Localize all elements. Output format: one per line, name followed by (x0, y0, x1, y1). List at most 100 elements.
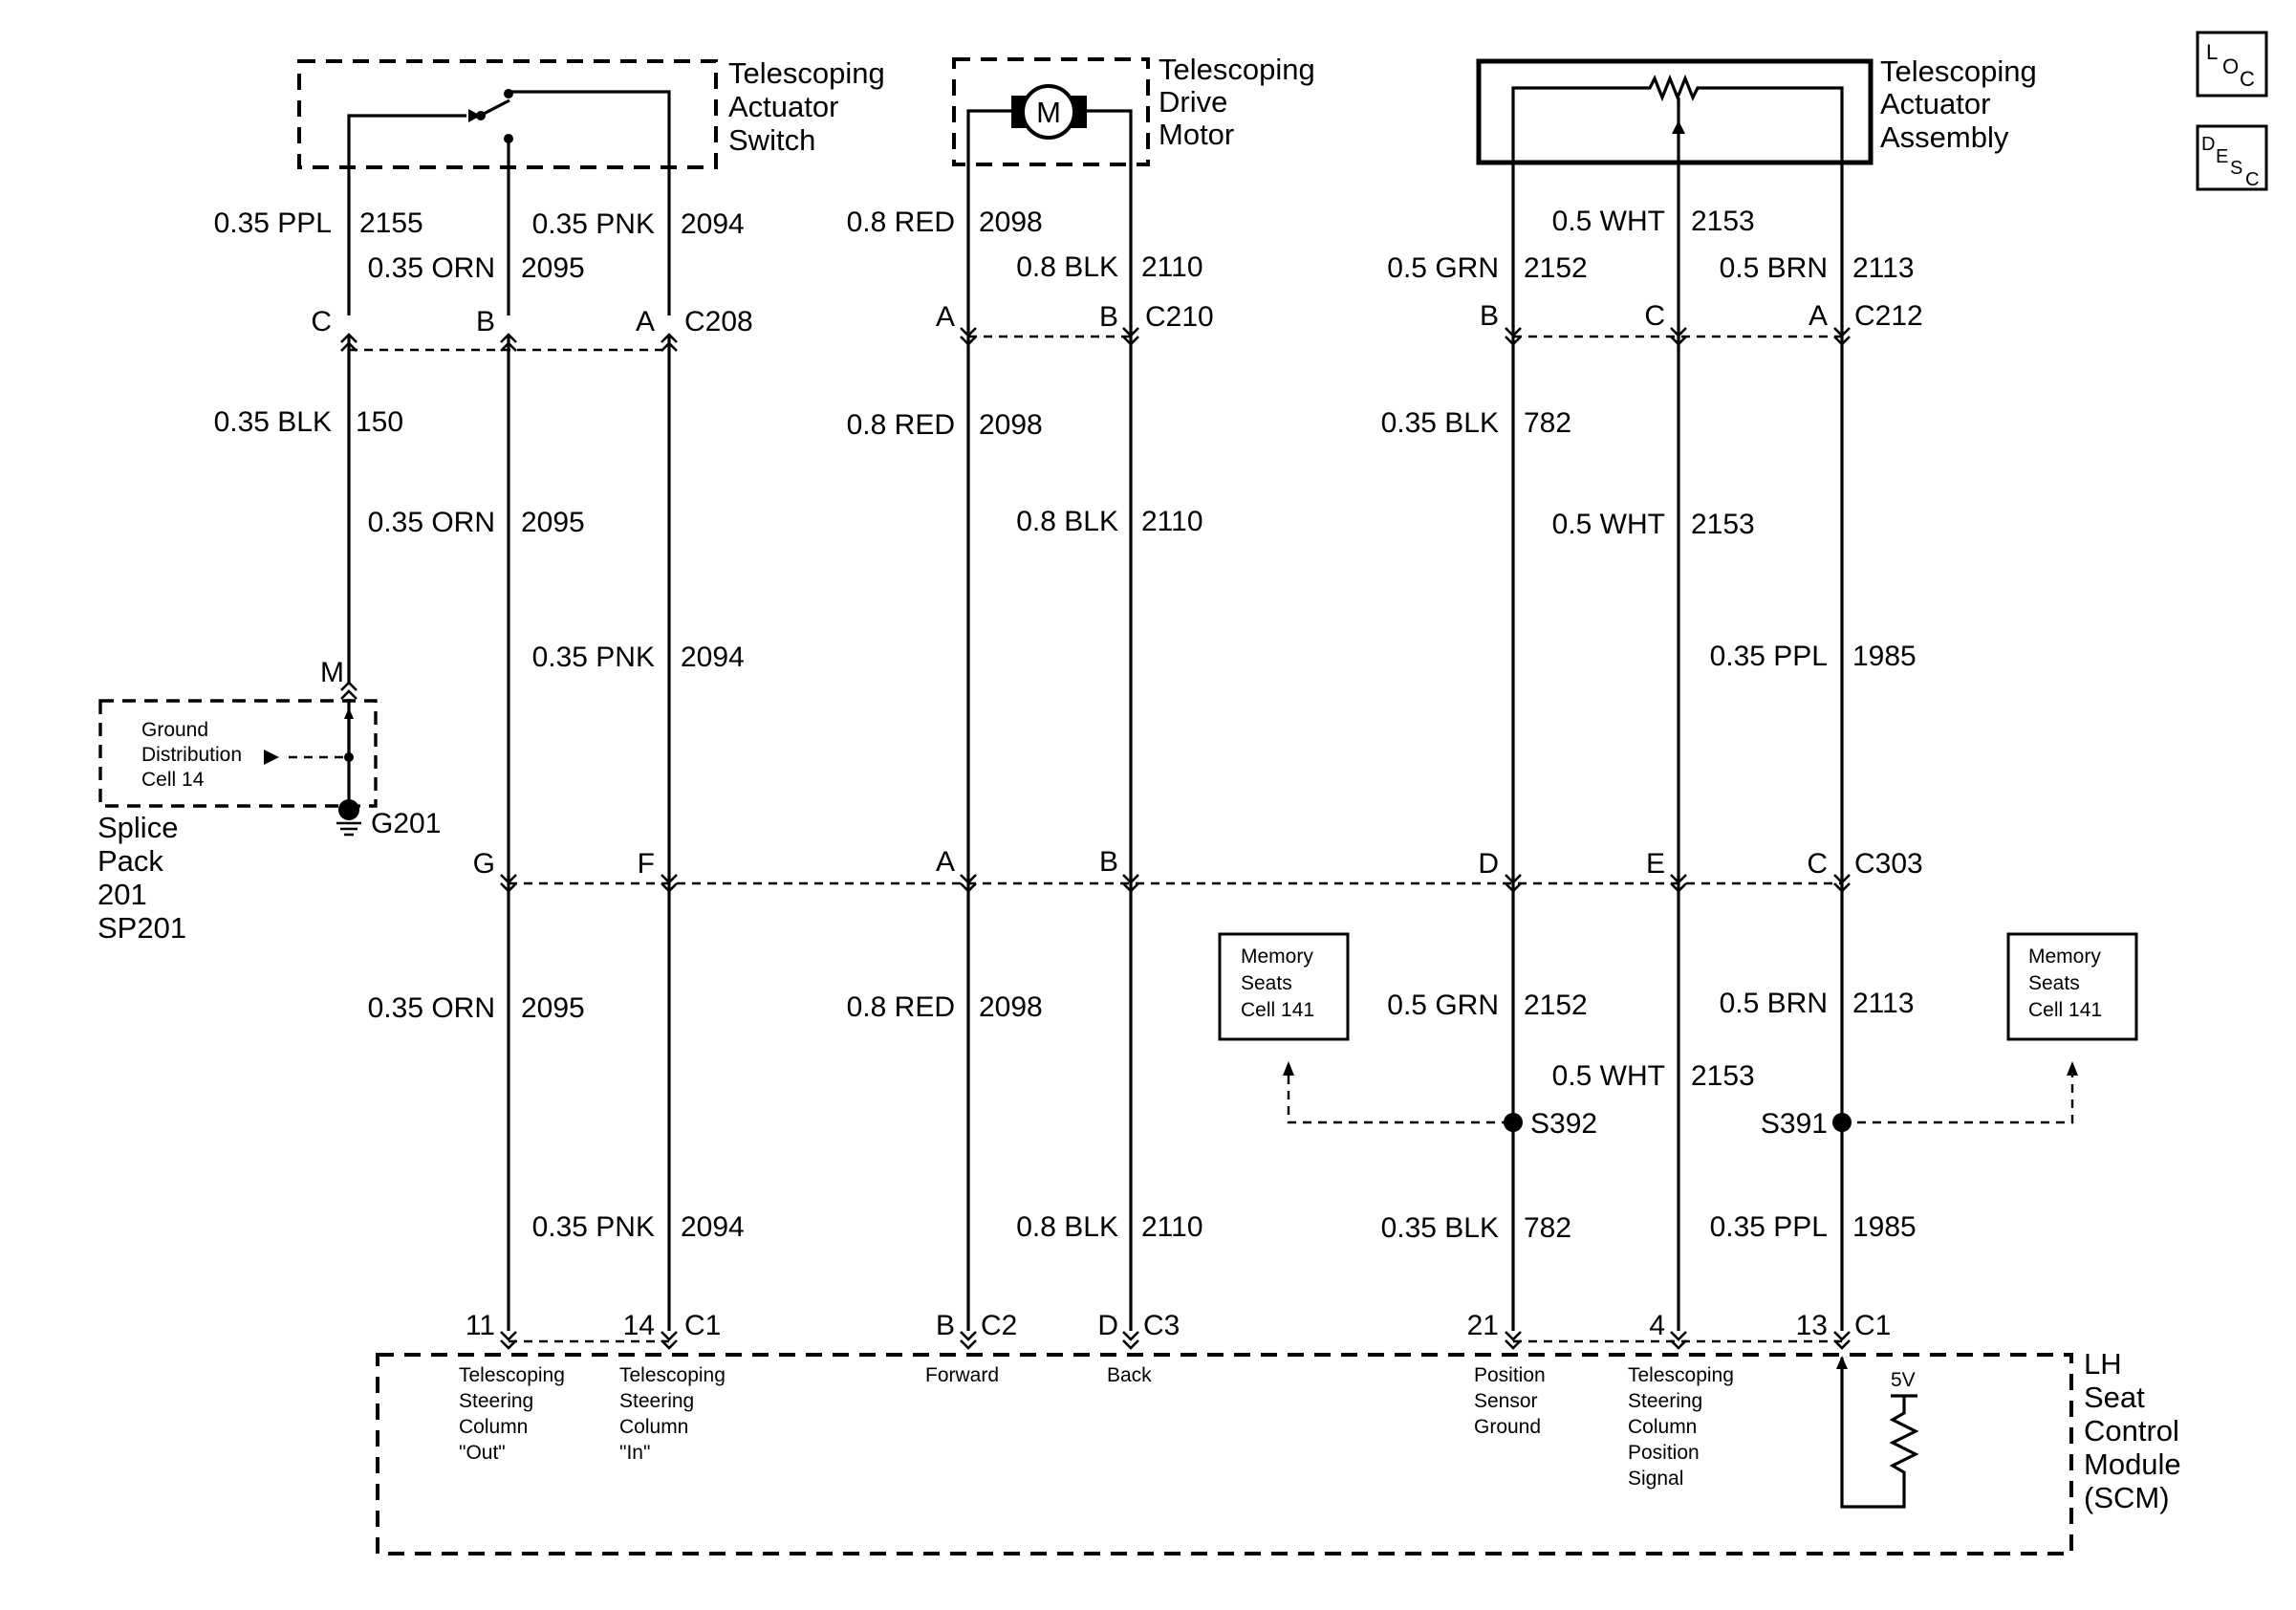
wire-color-label: 0.35 BLK (214, 406, 332, 438)
memory-label: Cell 141 (2028, 999, 2102, 1021)
wire-color-label: 0.35 BLK (1381, 1212, 1499, 1244)
connector-c208: C B A C208 (311, 306, 753, 352)
pin-label: 13 (1796, 1310, 1828, 1341)
pin-label: 11 (466, 1310, 495, 1341)
module-function-label: Column (459, 1416, 528, 1438)
ground-distribution-label: Cell 14 (141, 769, 205, 791)
module-title-line: Seat (2084, 1381, 2145, 1414)
pin-label: G (473, 848, 495, 880)
wire-color-label: 0.8 BLK (1016, 1211, 1118, 1243)
wire-color-label: 0.5 WHT (1552, 509, 1665, 540)
wire-circuit-label: 2094 (681, 208, 745, 240)
location-icon-letter-o: O (2222, 54, 2239, 78)
ground-distribution-label: Ground (141, 719, 208, 741)
pin-label: 14 (623, 1310, 655, 1341)
pin-label: E (1646, 848, 1665, 880)
switch-title-line-2: Actuator (728, 90, 838, 123)
wire-color-label: 0.5 WHT (1552, 1060, 1665, 1092)
wire-circuit-label: 782 (1524, 407, 1571, 439)
switch-wire-a-internal (507, 90, 671, 315)
wire-color-label: 0.35 PPL (214, 207, 332, 239)
lh-seat-control-module: LH Seat Control Module (SCM) Telescoping… (376, 1347, 2181, 1556)
module-function-label: Telescoping (459, 1364, 565, 1386)
memory-label: Seats (1241, 972, 1292, 994)
module-title-line: Module (2084, 1447, 2181, 1481)
connector-c210: A B C210 (936, 301, 1214, 338)
memory-seats-reference-right[interactable]: Memory Seats Cell 141 (2006, 932, 2138, 1041)
assembly-title-line-3: Assembly (1880, 120, 2009, 154)
module-function-label: Position (1628, 1442, 1700, 1464)
wire-circuit-label: 2110 (1141, 1211, 1203, 1243)
pin-label: M (320, 657, 344, 688)
wire-color-label: 0.35 PPL (1710, 641, 1828, 672)
splice-s391: S391 (1761, 1061, 2078, 1140)
motor-title-line-2: Drive (1159, 85, 1227, 119)
wire-color-label: 0.35 ORN (368, 992, 495, 1024)
connector-label: C212 (1854, 300, 1923, 332)
wire-color-label: 0.8 BLK (1016, 506, 1118, 537)
motor-wire-a-internal (966, 109, 1013, 315)
connector-label: C3 (1143, 1310, 1180, 1341)
wire-circuit-label: 2152 (1524, 252, 1588, 284)
location-icon[interactable]: L O C (2196, 31, 2268, 98)
wire-circuit-label: 2098 (979, 207, 1043, 238)
wire-circuit-label: 2155 (359, 207, 423, 239)
wire-color-label: 0.35 ORN (368, 252, 495, 284)
connector-label: C208 (684, 306, 753, 337)
switch-title-line-1: Telescoping (728, 56, 885, 90)
splice-s392: S392 (1283, 1061, 1597, 1140)
wire-circuit-label: 2113 (1852, 988, 1915, 1019)
supply-voltage-label: 5V (1891, 1369, 1916, 1391)
pin-label: 21 (1467, 1310, 1499, 1341)
module-function-label: "In" (619, 1442, 650, 1464)
description-icon-letter-c: C (2245, 169, 2259, 190)
wire-color-label: 0.35 PNK (532, 1211, 655, 1243)
ground-distribution-arrow-icon (264, 750, 279, 765)
ground-icon (338, 799, 359, 820)
wire-color-label: 0.35 ORN (368, 507, 495, 538)
wire-color-label: 0.8 RED (847, 409, 955, 441)
switch-common-contact (476, 111, 486, 120)
reference-arrow-icon (1283, 1061, 1294, 1076)
motor-icon (1021, 84, 1076, 140)
splice-pack-sp201: M Ground Distribution Cell 14 G201 Splic… (97, 657, 441, 945)
telescoping-actuator-assembly: Telescoping Actuator Assembly (1476, 54, 2037, 315)
description-icon-letter-e: E (2216, 146, 2228, 167)
reference-arrow-icon (2067, 1061, 2078, 1076)
wire-color-label: 0.35 BLK (1381, 407, 1499, 439)
telescoping-drive-motor: Telescoping Drive Motor M (952, 53, 1315, 315)
wire-color-label: 0.5 GRN (1387, 252, 1499, 284)
motor-title-line-1: Telescoping (1159, 53, 1315, 86)
module-function-label: Steering (459, 1390, 533, 1412)
pin-label: D (1097, 1310, 1118, 1341)
module-function-label: Back (1107, 1364, 1152, 1386)
module-title-line: Control (2084, 1414, 2179, 1447)
pin-label: A (936, 846, 955, 878)
module-function-label: Forward (925, 1364, 999, 1386)
module-function-label: Steering (619, 1390, 694, 1412)
splice-pack-label: Pack (97, 844, 163, 878)
wire-color-label: 0.8 RED (847, 991, 955, 1023)
motor-title-line-3: Motor (1159, 118, 1234, 151)
splice-label: S391 (1761, 1108, 1828, 1140)
memory-seats-reference-left[interactable]: Memory Seats Cell 141 (1218, 932, 1350, 1041)
memory-label: Cell 141 (1241, 999, 1314, 1021)
wire-color-label: 0.35 PPL (1710, 1211, 1828, 1243)
description-icon[interactable]: D E S C (2196, 124, 2268, 191)
switch-wire-c-internal (347, 114, 466, 315)
switch-title-line-3: Switch (728, 123, 815, 157)
wire-circuit-label: 2098 (979, 991, 1043, 1023)
wire-color-label: 0.5 BRN (1720, 252, 1828, 284)
pull-up-resistor-icon (1840, 1358, 1919, 1509)
connector-chevrons (340, 327, 1851, 1350)
pin-label: B (1099, 301, 1118, 333)
connector-label: C303 (1854, 848, 1923, 880)
pin-label: B (1099, 846, 1118, 878)
wire-circuit-label: 2113 (1852, 252, 1915, 284)
module-title-line: LH (2084, 1347, 2122, 1381)
module-connectors: 11 14 C1 B C2 D C3 21 4 13 C1 (466, 1310, 1891, 1343)
ground-label: G201 (371, 808, 441, 839)
module-function-label: "Out" (459, 1442, 506, 1464)
pin-label: C (1807, 848, 1828, 880)
wire-circuit-label: 150 (356, 406, 403, 438)
